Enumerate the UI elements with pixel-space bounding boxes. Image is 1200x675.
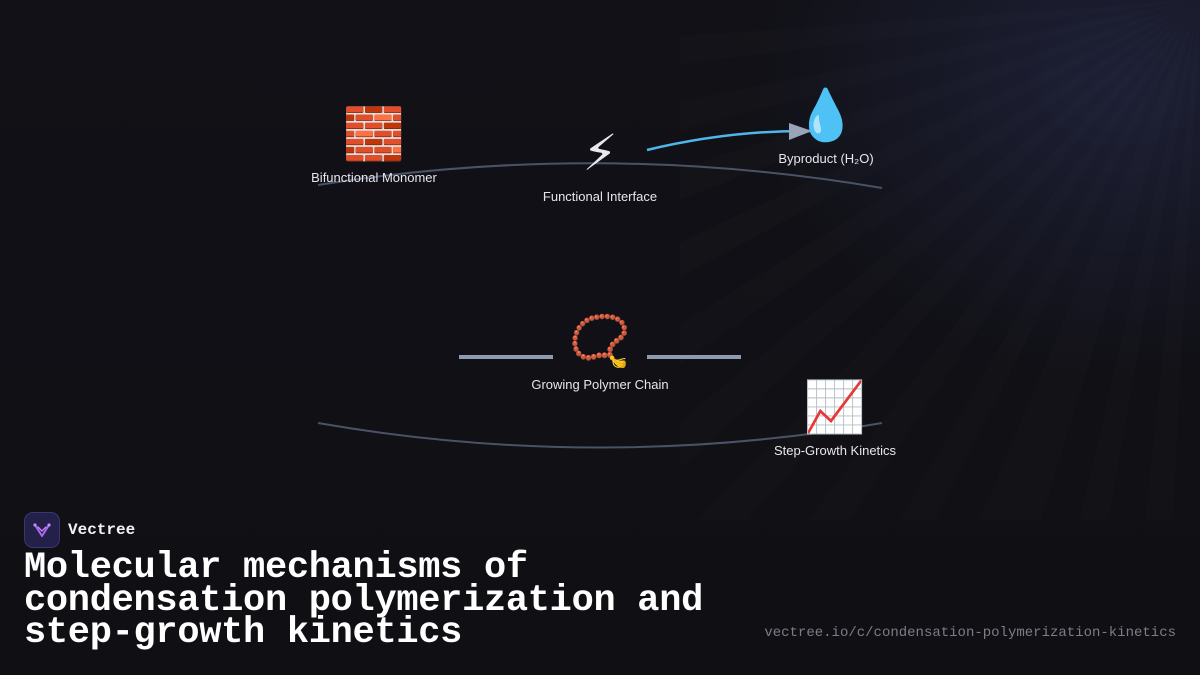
brand: Vectree	[24, 512, 135, 548]
lightning-icon: ⚡	[582, 124, 618, 182]
background-rays	[680, 0, 1200, 520]
node-label: Byproduct (H₂O)	[778, 151, 874, 166]
page-title: Molecular mechanisms of condensation pol…	[24, 547, 704, 654]
byproduct-arrowhead	[789, 123, 812, 140]
vectree-logo-icon	[24, 512, 60, 548]
droplet-icon: 💧	[794, 86, 858, 144]
brand-name: Vectree	[68, 521, 136, 539]
node-byproduct: 💧 Byproduct (H₂O)	[778, 87, 873, 166]
node-growing-polymer-chain: 📿 Growing Polymer Chain	[531, 313, 668, 392]
node-bifunctional-monomer: 🧱 Bifunctional Monomer	[311, 106, 437, 185]
node-label: Functional Interface	[542, 189, 658, 204]
page-url[interactable]: vectree.io/c/condensation-polymerization…	[764, 625, 1176, 641]
top-arc-connector	[317, 162, 883, 189]
chart-increasing-icon: 📈	[803, 378, 867, 436]
brick-icon: 🧱	[342, 105, 406, 163]
beads-icon: 📿	[568, 312, 632, 370]
node-label: Bifunctional Monomer	[311, 170, 437, 185]
bottom-arc-connector	[317, 422, 883, 449]
node-functional-interface: ⚡ Functional Interface	[543, 125, 657, 204]
node-label: Growing Polymer Chain	[531, 377, 669, 392]
node-step-growth-kinetics: 📈 Step-Growth Kinetics	[774, 379, 896, 458]
node-label: Step-Growth Kinetics	[773, 443, 897, 458]
